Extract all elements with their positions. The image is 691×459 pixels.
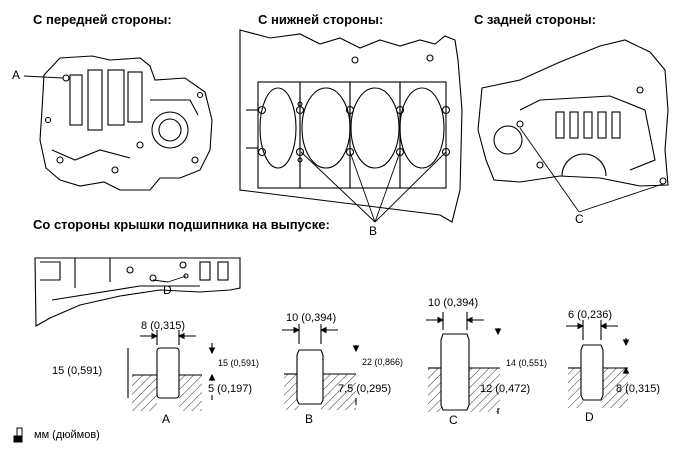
bottom-view-block [239, 29, 463, 223]
front-view-title: С передней стороны: [33, 12, 172, 27]
pin-c-drawing [426, 312, 502, 414]
callout-lines [23, 75, 664, 283]
bearing-cap-view [34, 257, 241, 327]
front-view-block [39, 55, 213, 191]
pin-b-drawing [282, 324, 360, 410]
pin-b-width: 10 (0,394) [286, 312, 337, 324]
pin-c-height: 14 (0,551) [506, 358, 548, 368]
bearing-cap-view-title: Со стороны крышки подшипника на выпуске: [33, 217, 330, 232]
pin-a-depth: 5 (0,197) [208, 383, 253, 395]
units-note: мм (дюймов) [34, 429, 100, 441]
rear-view-block [477, 39, 669, 187]
pin-b-height: 22 (0,866) [362, 357, 404, 367]
pin-c-depth: 12 (0,472) [480, 383, 531, 395]
pin-d-drawing [566, 320, 630, 408]
pin-c-label: C [449, 413, 458, 427]
pin-a-total: 15 (0,591) [52, 365, 103, 377]
pin-d-label: D [585, 410, 594, 424]
pin-d-width: 6 (0,236) [568, 309, 613, 321]
pin-b-depth: 7,5 (0,295) [338, 383, 392, 395]
callout-label-d: D [163, 283, 172, 297]
pin-a-height: 15 (0,591) [218, 358, 260, 368]
callout-label-c: C [575, 212, 584, 226]
pin-c-width: 10 (0,394) [428, 297, 479, 309]
pin-a-width: 8 (0,315) [141, 320, 186, 332]
callout-label-a: A [12, 68, 21, 82]
pin-a-drawing [127, 330, 216, 411]
rear-view-title: С задней стороны: [474, 12, 596, 27]
pin-b-label: B [305, 412, 314, 426]
units-icon [13, 427, 23, 443]
callout-label-b: B [369, 224, 378, 238]
bottom-view-title: С нижней стороны: [258, 12, 384, 27]
pin-d-depth: 8 (0,315) [616, 383, 661, 395]
pin-a-label: A [162, 412, 171, 426]
